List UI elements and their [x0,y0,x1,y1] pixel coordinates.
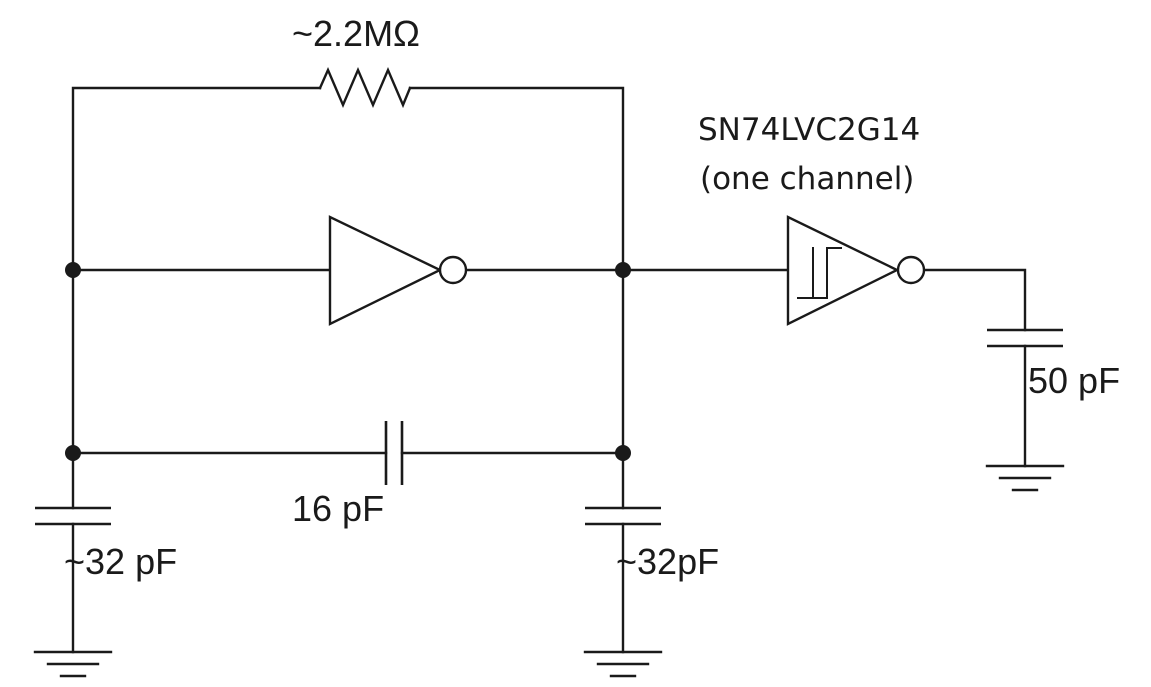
inverter-gate [328,215,468,326]
buffer-part-label: SN74LVC2G14 [698,112,920,148]
wire-feedback-left [71,86,322,272]
wire-buffer-output [923,268,1027,332]
series-capacitor-label: 16 pF [292,488,384,529]
ground-icon-left [33,650,113,678]
output-load-capacitor [987,328,1063,348]
right-load-capacitor [585,506,661,526]
left-load-capacitor [35,506,111,526]
junctions [65,262,631,461]
wire-feedback-right [408,86,625,272]
feedback-resistor-label: ~2.2MΩ [292,13,420,54]
schmitt-buffer [786,215,926,326]
ground-icon-right [583,650,663,678]
inverter-triangle [328,215,443,326]
feedback-resistor [318,66,412,109]
inverter-bubble [438,255,468,285]
series-capacitor [384,421,404,485]
left-capacitor-label: ~32 pF [64,541,177,582]
junction-dot [615,262,631,278]
buffer-triangle [786,215,900,326]
junction-dot [615,445,631,461]
buffer-bubble [896,255,926,285]
wires [71,86,1027,654]
right-capacitor-label: ~32pF [616,541,719,582]
junction-dot [65,262,81,278]
junction-dot [65,445,81,461]
output-capacitor-label: 50 pF [1028,360,1120,401]
ground-icon-output [985,464,1065,492]
buffer-note-label: (one channel) [700,161,914,197]
